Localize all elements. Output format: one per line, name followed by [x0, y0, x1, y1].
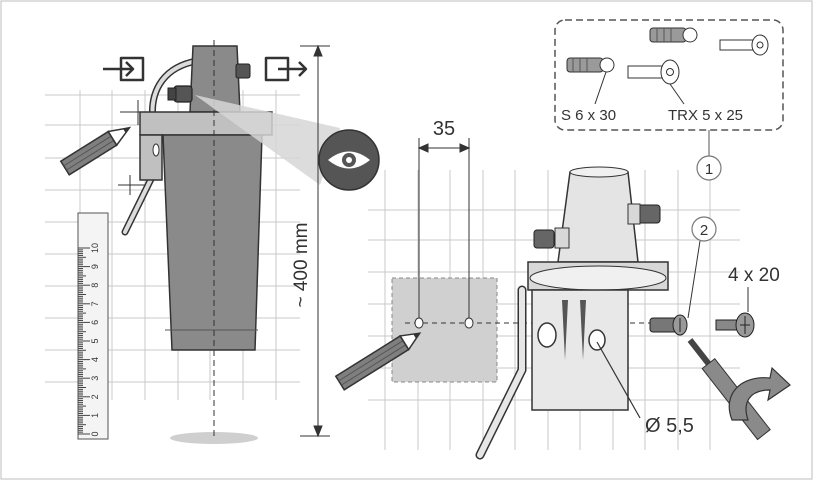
rotate-arrow-icon [728, 366, 791, 421]
eye-icon [318, 129, 380, 191]
ruler-label: 0 [90, 431, 100, 436]
ruler-label: 3 [90, 376, 100, 381]
dowel-icon [566, 57, 615, 73]
ruler-label: 10 [90, 243, 100, 253]
ruler-label: 6 [90, 320, 100, 325]
screw-trx-label: TRX 5 x 25 [668, 107, 743, 124]
drill-hole [464, 317, 474, 329]
diameter-leader [596, 341, 641, 419]
diameter-label: Ø 5,5 [645, 415, 694, 437]
spacing-dimension [417, 138, 471, 325]
ruler-label: 2 [90, 394, 100, 399]
hardware-kit-box [554, 19, 784, 131]
drill-hole [414, 317, 424, 329]
spacing-label: 35 [433, 118, 455, 140]
step-1-number: 1 [705, 161, 713, 178]
dowel-icon [649, 27, 698, 43]
height-dimension [300, 44, 330, 438]
arrow-into-box-icon [103, 56, 145, 82]
dowel-size-label: S 6 x 30 [561, 107, 616, 124]
step-2-badge [691, 216, 717, 242]
screw-4x20 [715, 312, 755, 338]
view-beam [195, 95, 340, 185]
ruler-label: 9 [90, 264, 100, 269]
screw-size-label: 4 x 20 [728, 265, 780, 286]
ruler-label: 1 [90, 413, 100, 418]
step-2-number: 2 [700, 222, 708, 239]
ruler-label: 4 [90, 357, 100, 362]
ruler-label: 7 [90, 301, 100, 306]
wall-dowel [649, 314, 688, 336]
drilling-template [391, 277, 498, 383]
device-side-view [121, 45, 273, 444]
ruler-label: 8 [90, 283, 100, 288]
pencil-icon [59, 126, 132, 176]
step-1-badge [696, 155, 722, 181]
screw-icon [627, 59, 680, 85]
pencil-icon [334, 332, 422, 391]
height-label: ~ 400 mm [291, 222, 312, 307]
arrow-out-of-box-icon [264, 56, 308, 82]
screw-icon [719, 34, 769, 56]
ruler-label: 5 [90, 338, 100, 343]
device-mount-view [475, 166, 669, 460]
